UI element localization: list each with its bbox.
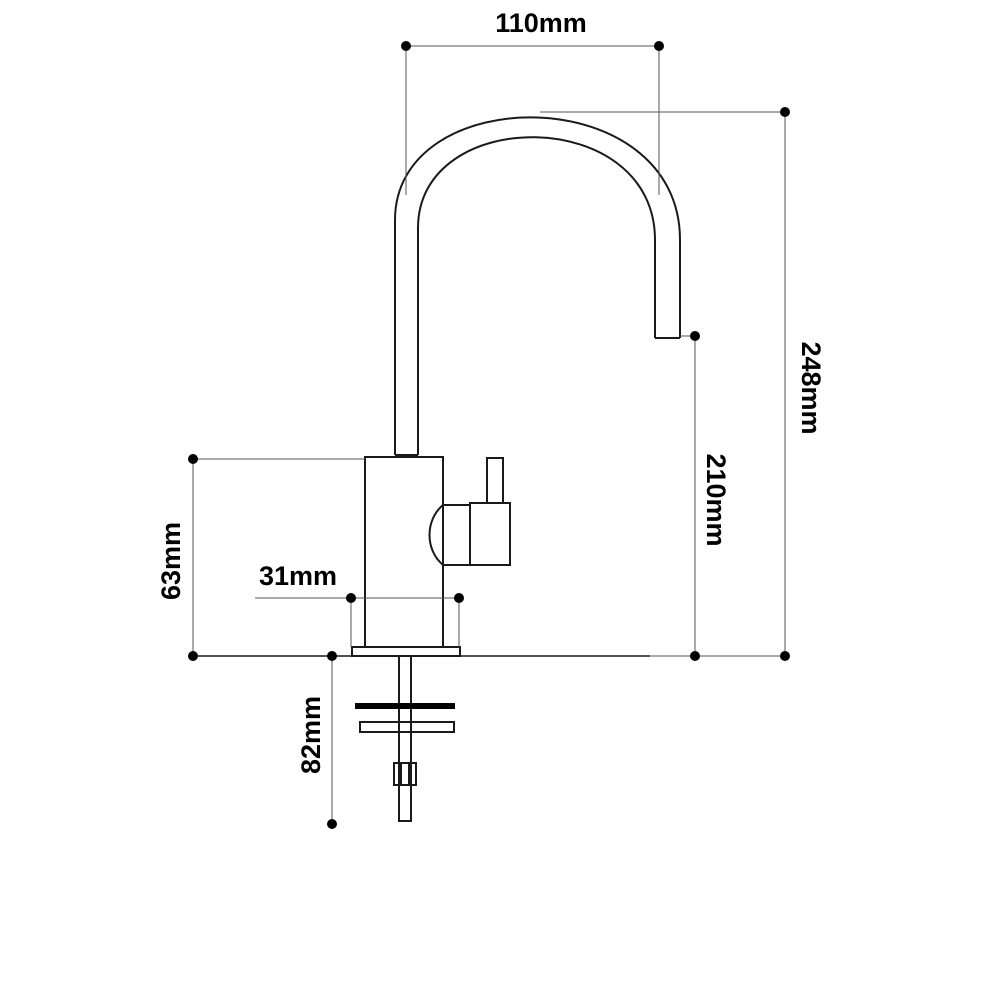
dim-point: [780, 651, 790, 661]
mounting-plate: [359, 721, 455, 733]
shank-length-label: 82mm: [296, 696, 326, 774]
dim-point: [188, 454, 198, 464]
spout-height-label: 210mm: [701, 453, 731, 546]
faucet-base-body: [364, 456, 444, 648]
washer-dark: [355, 703, 455, 709]
dim-point: [327, 819, 337, 829]
dim-point: [654, 41, 664, 51]
spout-outer-contour: [394, 116, 681, 455]
overall-height-label: 248mm: [796, 341, 826, 434]
dimension-base-height: 63mm: [156, 454, 365, 661]
hex-nut: [393, 762, 417, 786]
faucet-drawing: [351, 116, 681, 822]
dimension-overall-height: 248mm: [540, 107, 826, 661]
dim-point: [690, 331, 700, 341]
dim-point: [690, 651, 700, 661]
base-flange: [351, 646, 461, 657]
handle-stub: [428, 504, 471, 566]
dimension-base-diameter: 31mm: [255, 561, 464, 647]
dimension-spout-reach: 110mm: [401, 8, 664, 195]
dimension-spout-height: 210mm: [680, 331, 731, 661]
dim-point: [401, 41, 411, 51]
shank-rod: [398, 655, 412, 822]
dim-point: [346, 593, 356, 603]
spout-inner-contour: [417, 136, 656, 455]
dim-point: [188, 651, 198, 661]
base-height-label: 63mm: [156, 522, 186, 600]
dim-point: [780, 107, 790, 117]
base-diameter-label: 31mm: [259, 561, 337, 591]
dim-point: [454, 593, 464, 603]
handle-lever: [486, 457, 504, 504]
handle-block: [469, 502, 511, 566]
dim-point: [327, 651, 337, 661]
dimension-shank-length: 82mm: [296, 651, 337, 829]
spout-reach-label: 110mm: [495, 8, 587, 38]
